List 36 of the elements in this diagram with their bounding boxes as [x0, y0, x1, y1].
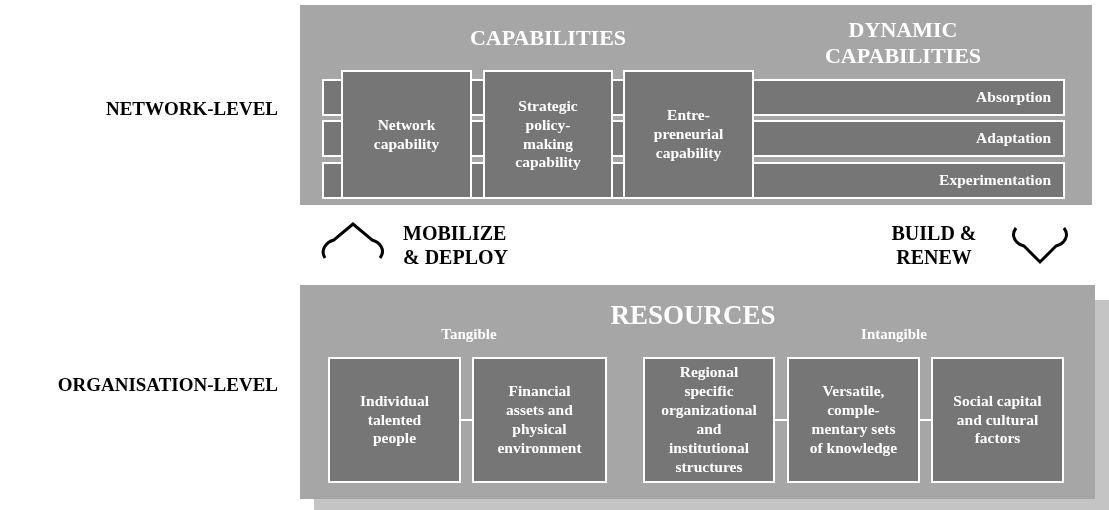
- level-label: MOBILIZE & DEPLOY: [403, 221, 509, 269]
- panel-background: [300, 5, 1092, 205]
- box-label: Entre- preneurial capability: [652, 106, 725, 163]
- text-box: [483, 70, 613, 199]
- box-label: Regional specific organizational and institutional structures: [661, 363, 757, 477]
- box-label: Social capital and cultural factors: [952, 391, 1043, 449]
- capability-bar: [752, 162, 1065, 199]
- connector-line: [919, 419, 932, 421]
- box-label: Versatile, comple- mentary sets of knowledge: [808, 382, 899, 458]
- text-box: [341, 70, 472, 199]
- capability-bar: [752, 120, 1065, 157]
- box-label: Financial assets and physical environment: [496, 382, 583, 458]
- text-box: [643, 357, 775, 483]
- box-label: Experimentation: [939, 171, 1051, 190]
- group-label: Tangible: [440, 325, 498, 343]
- group-label: Intangible: [860, 325, 928, 343]
- box-label: Individual talented people: [359, 391, 430, 449]
- level-label: BUILD & RENEW: [890, 221, 978, 269]
- panel-heading: DYNAMIC CAPABILITIES: [823, 17, 983, 70]
- text-box: [623, 70, 754, 199]
- box-label: Absorption: [976, 88, 1051, 107]
- level-label: NETWORK-LEVEL: [104, 98, 278, 121]
- text-box: [931, 357, 1064, 483]
- box-label: Strategic policy- making capability: [514, 96, 582, 173]
- text-box: [328, 357, 461, 483]
- text-box: [472, 357, 607, 483]
- text-box: [787, 357, 920, 483]
- capability-bar: [752, 79, 1065, 116]
- panel-heading: CAPABILITIES: [469, 25, 627, 52]
- connector-line: [460, 419, 473, 421]
- connector-line: [774, 419, 788, 421]
- box-label: Adaptation: [976, 129, 1051, 148]
- box-label: Network capability: [372, 115, 441, 154]
- panel-heading: RESOURCES: [610, 299, 776, 332]
- panel-background: [300, 285, 1095, 499]
- level-label: ORGANISATION-LEVEL: [56, 374, 278, 397]
